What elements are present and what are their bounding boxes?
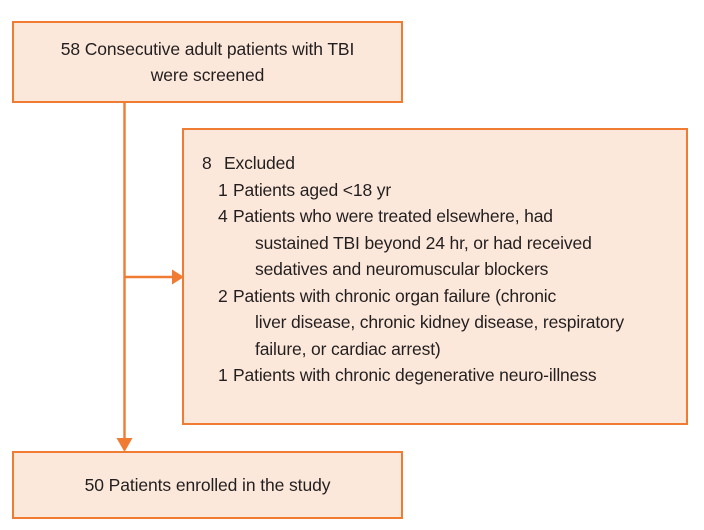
excluded-item: 2 Patients with chronic organ failure (c… <box>218 283 676 363</box>
node-screened: 58 Consecutive adult patients with TBI w… <box>12 21 403 103</box>
excluded-item-body: Patients with chronic organ failure (chr… <box>233 283 676 363</box>
node-enrolled: 50 Patients enrolled in the study <box>12 451 403 519</box>
excluded-item-line: sedatives and neuromuscular blockers <box>255 259 549 279</box>
excluded-item-body: Patients with chronic degenerative neuro… <box>233 362 676 389</box>
node-enrolled-label: 50 Patients enrolled in the study <box>84 475 331 495</box>
excluded-item-count: 4 <box>218 206 228 226</box>
excluded-item-count: 1 <box>218 179 228 200</box>
excluded-item: 1 Patients with chronic degenerative neu… <box>218 362 676 389</box>
excluded-item-line: Patients with chronic organ failure (chr… <box>233 285 557 306</box>
excluded-heading-count: 8 <box>202 153 212 173</box>
excluded-item-line: Patients aged <18 yr <box>233 179 392 200</box>
excluded-item-count: 1 <box>218 365 228 385</box>
excluded-item-line: liver disease, chronic kidney disease, r… <box>255 312 624 332</box>
excluded-item-line: Patients who were treated elsewhere, had <box>233 206 553 226</box>
excluded-list: 8 Excluded 1 Patients aged <18 yr 4 Pati… <box>202 150 676 389</box>
excluded-heading-label: Excluded <box>224 153 295 173</box>
excluded-item-line: Patients with chronic degenerative neuro… <box>233 365 597 385</box>
excluded-item-line: failure, or cardiac arrest) <box>255 338 441 359</box>
trunk-arrowhead-icon <box>116 438 133 452</box>
excluded-item-body: Patients who were treated elsewhere, had… <box>233 203 676 283</box>
excluded-item-body: Patients aged <18 yr <box>233 177 676 204</box>
excluded-item-count: 2 <box>218 285 228 306</box>
excluded-heading: 8 Excluded <box>202 150 676 177</box>
excluded-item-line: sustained TBI beyond 24 hr, or had recei… <box>255 232 592 253</box>
node-screened-label: 58 Consecutive adult patients with TBI w… <box>60 39 355 85</box>
node-excluded: 8 Excluded 1 Patients aged <18 yr 4 Pati… <box>182 128 688 425</box>
excluded-item: 4 Patients who were treated elsewhere, h… <box>218 203 676 283</box>
excluded-item: 1 Patients aged <18 yr <box>218 177 676 204</box>
